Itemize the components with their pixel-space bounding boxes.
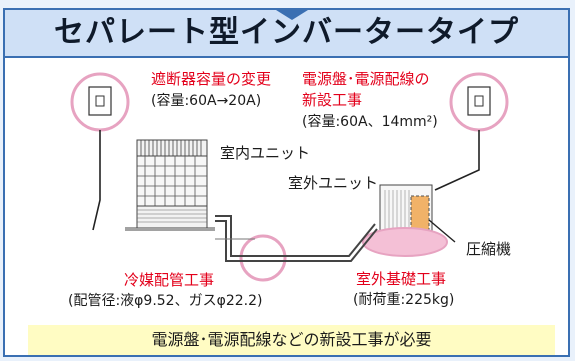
refrigerant-pipes: [215, 215, 376, 257]
right-wire: [434, 130, 480, 191]
note-bar: 電源盤･電源配線などの新設工事が必要: [28, 325, 555, 355]
note-text: 電源盤･電源配線などの新設工事が必要: [151, 330, 432, 349]
outdoor-foundation-work-label: 室外基礎工事: [356, 270, 447, 288]
breaker-change-label: 遮断器容量の変更: [151, 70, 272, 88]
refrigerant-piping-spec-label: (配管径:液φ9.52、ガスφ22.2): [68, 293, 263, 309]
outdoor-unit-label: 室外ユニット: [288, 174, 379, 192]
diagram-card: セパレート型インバータータイプ: [3, 8, 570, 357]
title-bar: セパレート型インバータータイプ: [5, 10, 568, 58]
compressor-box: [410, 195, 430, 231]
outdoor-foundation-ellipse: [362, 227, 448, 257]
compressor-callout-line: [428, 219, 456, 243]
right-electrical-panel-icon: [467, 86, 491, 116]
panel-spec-label: (容量:60A、14mm²): [302, 114, 438, 130]
left-electrical-panel-icon: [88, 86, 112, 116]
refrigerant-piping-highlight: [239, 234, 287, 282]
breaker-spec-label: (容量:60A→20A): [151, 93, 262, 109]
refrigerant-piping-work-label: 冷媒配管工事: [124, 271, 215, 289]
diagram-svg: [70, 72, 509, 282]
page-title: セパレート型インバータータイプ: [54, 15, 519, 50]
indoor-unit-illustration: [125, 139, 215, 231]
panel-new-work-line2: 新設工事: [302, 91, 363, 109]
down-arrow-icon: [276, 10, 308, 20]
outdoor-foundation-spec-label: (耐荷重:225kg): [353, 292, 455, 308]
panel-new-work-line1: 電源盤･電源配線の: [302, 70, 430, 88]
left-wire: [92, 130, 101, 231]
indoor-unit-label: 室内ユニット: [220, 144, 311, 162]
compressor-label: 圧縮機: [466, 240, 512, 258]
